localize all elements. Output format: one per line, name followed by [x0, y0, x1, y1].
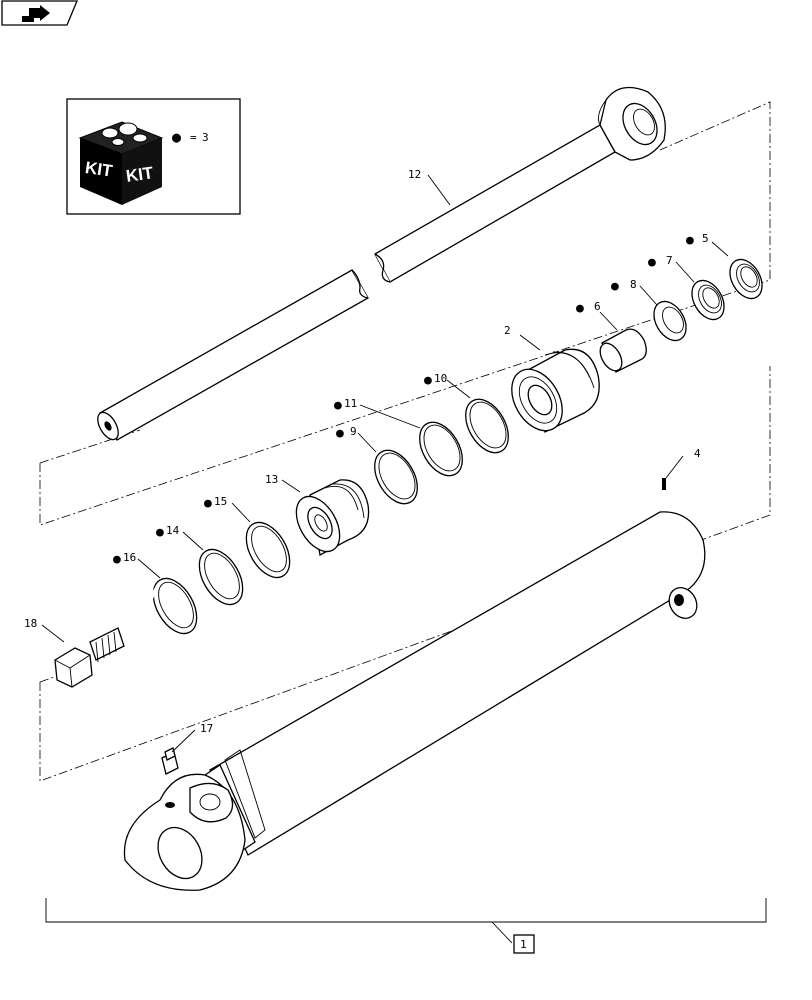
callout-17[interactable]: 17 [200, 722, 213, 735]
gland [511, 348, 600, 433]
bleed-screw [662, 478, 666, 490]
backup-ring [419, 421, 463, 477]
navigation-tab[interactable] [1, 0, 78, 26]
callout-15[interactable]: 15 [214, 495, 227, 508]
grease-fitting [161, 747, 179, 775]
cylinder-barrel [123, 511, 706, 891]
kit-marker: ● [204, 496, 212, 511]
callout-14[interactable]: 14 [166, 524, 180, 537]
hex-bolt [54, 627, 125, 688]
callout-13[interactable]: 13 [265, 473, 278, 486]
callout-6[interactable]: 6 [594, 300, 601, 313]
callout-16[interactable]: 16 [123, 551, 136, 564]
callout-9[interactable]: 9 [350, 425, 357, 438]
callout-4[interactable]: 4 [694, 447, 701, 460]
callout-2[interactable]: 2 [504, 324, 511, 337]
rod-group-boundary [39, 101, 771, 526]
kit-icon: KIT KIT [78, 121, 164, 205]
kit-label-right: KIT [125, 163, 155, 186]
wiper-seal [729, 258, 763, 300]
kit-label-left: KIT [84, 158, 114, 181]
split-ring [148, 577, 198, 635]
kit-marker: ● [686, 233, 694, 248]
kit-marker: ● [648, 255, 656, 270]
piston-rod [97, 86, 666, 441]
kit-marker: ● [336, 426, 344, 441]
callout-5[interactable]: 5 [702, 232, 709, 245]
callout-18[interactable]: 18 [24, 617, 37, 630]
guide-bushing [599, 328, 647, 373]
piston-seal [245, 521, 291, 579]
kit-marker: ● [576, 301, 584, 316]
callout-11[interactable]: 11 [344, 397, 357, 410]
kit-legend-equals: = [190, 131, 197, 144]
arrow-icon [22, 5, 50, 22]
kit-marker: ● [113, 552, 121, 567]
callout-12[interactable]: 12 [408, 168, 421, 181]
wear-ring [198, 548, 244, 606]
kit-marker: ● [611, 279, 619, 294]
rod-seal [691, 279, 725, 321]
buffer-ring [653, 300, 687, 342]
callout-8[interactable]: 8 [630, 278, 637, 291]
assembly-bracket: 1 [45, 898, 767, 954]
seal-ring [374, 449, 418, 505]
piston [295, 479, 370, 557]
callout-10[interactable]: 10 [434, 372, 447, 385]
kit-marker: ● [156, 525, 164, 540]
kit-legend-marker: ● [172, 128, 181, 146]
o-ring [465, 398, 509, 454]
kit-legend-box: KIT KIT ● = 3 [66, 98, 241, 215]
kit-legend-ref: 3 [202, 131, 209, 144]
kit-marker: ● [334, 398, 342, 413]
assembly-callout-1[interactable]: 1 [520, 938, 527, 951]
callout-7[interactable]: 7 [666, 254, 673, 267]
kit-marker: ● [424, 373, 432, 388]
